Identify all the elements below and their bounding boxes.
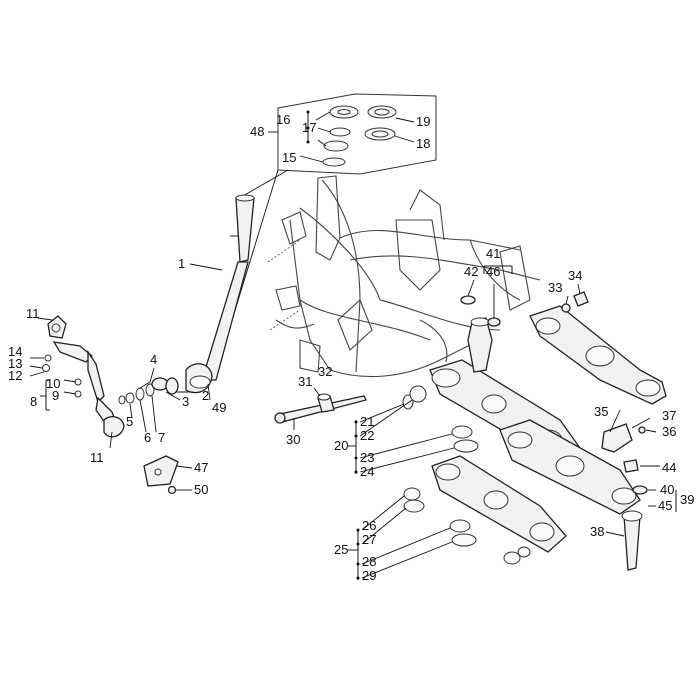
steering-head xyxy=(460,265,513,373)
callout-29: 29 xyxy=(362,568,376,583)
callout-28: 28 xyxy=(362,554,376,569)
pivot-bolt xyxy=(274,387,367,430)
lower-triple-clamp-rear xyxy=(499,419,641,515)
upper-triple-clamp-rear xyxy=(529,305,667,405)
callout-27: 27 xyxy=(362,532,376,547)
callout-21: 21 xyxy=(360,414,374,429)
nut-44 xyxy=(623,459,639,473)
callout-30: 30 xyxy=(286,432,300,447)
callout-4: 4 xyxy=(150,352,157,367)
callout-14: 14 xyxy=(8,344,22,359)
callout-49: 49 xyxy=(212,400,226,415)
callout-42: 42 xyxy=(464,264,478,279)
motorcycle-frame xyxy=(267,175,541,378)
callout-47: 47 xyxy=(194,460,208,475)
callout-35: 35 xyxy=(594,404,608,419)
callout-33: 33 xyxy=(548,280,562,295)
bracket-clip xyxy=(601,409,657,453)
callout-18: 18 xyxy=(416,136,430,151)
callout-19: 19 xyxy=(416,114,430,129)
callout-labels: 1 2 3 4 5 6 7 8 9 10 11 11 12 13 14 15 1… xyxy=(8,112,694,583)
callout-16: 16 xyxy=(276,112,290,127)
steering-tube xyxy=(185,194,255,394)
callout-37: 37 xyxy=(662,408,676,423)
callout-8: 8 xyxy=(30,394,37,409)
callout-7: 7 xyxy=(158,430,165,445)
callout-25: 25 xyxy=(334,542,348,557)
callout-38: 38 xyxy=(590,524,604,539)
callout-10: 10 xyxy=(46,376,60,391)
callout-41: 41 xyxy=(486,246,500,261)
pivot-small-parts xyxy=(118,367,211,433)
callout-23: 23 xyxy=(360,450,374,465)
callout-13: 13 xyxy=(8,356,22,371)
callout-26: 26 xyxy=(362,518,376,533)
callout-24: 24 xyxy=(360,464,374,479)
callout-34: 34 xyxy=(568,268,582,283)
callout-50: 50 xyxy=(194,482,208,497)
stand-plate xyxy=(143,455,193,495)
callout-22: 22 xyxy=(360,428,374,443)
side-stand-assembly xyxy=(29,315,125,449)
callout-20: 20 xyxy=(334,438,348,453)
lower-triple-clamp-front xyxy=(431,455,567,553)
callout-44: 44 xyxy=(662,460,676,475)
callout-17: 17 xyxy=(302,120,316,135)
callout-48: 48 xyxy=(250,124,264,139)
callout-1: 1 xyxy=(178,256,185,271)
callout-6: 6 xyxy=(144,430,151,445)
callout-46: 46 xyxy=(486,264,500,279)
bearing-kit-inset xyxy=(268,93,437,175)
callout-32: 32 xyxy=(318,364,332,379)
callout-45: 45 xyxy=(658,498,672,513)
lower-bearings xyxy=(356,487,531,580)
callout-5: 5 xyxy=(126,414,133,429)
callout-3: 3 xyxy=(182,394,189,409)
callout-40: 40 xyxy=(660,482,674,497)
upper-bearings xyxy=(354,385,479,474)
callout-12: 12 xyxy=(8,368,22,383)
top-bolt xyxy=(561,283,589,313)
callout-11-bottom: 11 xyxy=(90,450,104,465)
callout-11-top: 11 xyxy=(26,306,40,321)
callout-2: 2 xyxy=(202,388,209,403)
callout-31: 31 xyxy=(298,374,312,389)
callout-39: 39 xyxy=(680,492,694,507)
fork-stem-bottom xyxy=(605,485,648,571)
callout-9: 9 xyxy=(52,388,59,403)
callout-15: 15 xyxy=(282,150,296,165)
callout-36: 36 xyxy=(662,424,676,439)
